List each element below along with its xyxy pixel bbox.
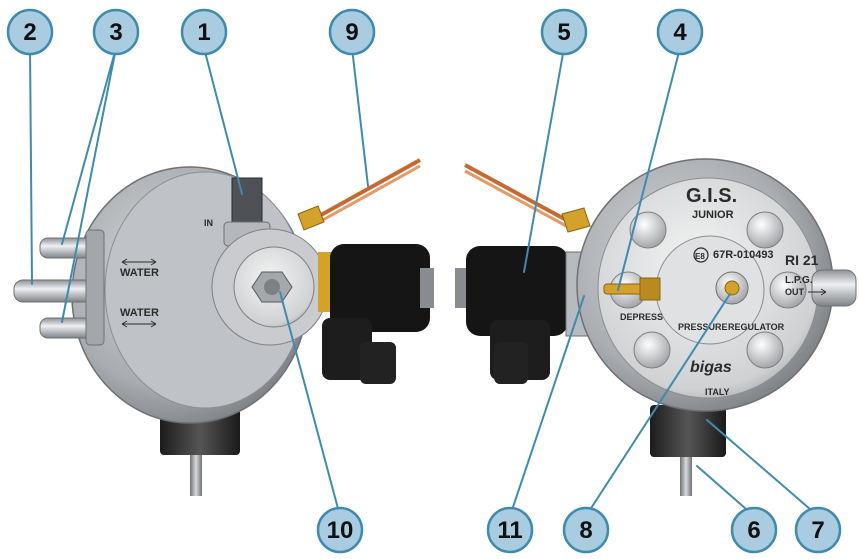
leader-lines [29,47,819,517]
leader-1 [203,47,243,195]
svg-text:2: 2 [23,19,36,46]
svg-text:8: 8 [579,517,592,544]
approval-code: 67R-010493 [713,249,774,261]
leader-9 [351,47,369,187]
svg-text:3: 3 [109,19,122,46]
svg-text:OUT: OUT [785,287,805,297]
model-engraving: JUNIOR [692,209,734,221]
water-pipes [13,229,105,346]
svg-text:5: 5 [557,19,570,46]
leader-8 [585,293,731,517]
leader-11 [509,295,585,517]
callout-9: 9 [328,8,376,56]
depress-engraving: DEPRESS [620,312,663,322]
copper-tube-left [297,158,421,231]
svg-text:1: 1 [197,19,210,46]
water-label-top: WATER [120,258,159,279]
leader-10 [279,291,341,517]
svg-text:11: 11 [497,517,522,544]
callout-markers: 2 3 1 9 5 4 10 11 [6,8,842,554]
callout-1: 1 [180,8,228,56]
approval-badge: E8 [693,247,709,263]
callout-4: 4 [656,8,704,56]
out-engraving: OUT [785,287,827,297]
leader-6 [696,465,755,517]
leader-3a [61,47,117,245]
regulator-engraving: REGULATOR [728,322,785,332]
svg-text:IN: IN [204,218,213,228]
type-engraving: RI 21 [785,252,819,268]
leader-5 [523,47,565,273]
depression-nipple [603,277,661,301]
svg-text:WATER: WATER [120,267,159,279]
leader-2 [29,47,33,285]
leader-7 [706,419,819,517]
callout-11: 11 [486,506,534,554]
svg-text:E8: E8 [695,252,705,261]
left-regulator-view: WATER WATER IN [13,158,434,496]
callout-3: 3 [92,8,140,56]
callout-7: 7 [794,506,842,554]
copper-tube-right [464,163,591,233]
leader-4 [617,47,681,291]
callout-8: 8 [562,506,610,554]
pressure-adjuster [655,235,765,345]
mount-bolt-right [650,405,726,496]
right-regulator-view: G.I.S. JUNIOR 67R-010493 E8 RI 21 L.P.G.… [455,158,857,496]
outlet-union [211,228,329,346]
svg-text:WATER: WATER [120,307,159,319]
svg-text:9: 9 [345,19,358,46]
svg-text:7: 7 [811,517,824,544]
solenoid-valve-left [318,244,434,384]
pressure-engraving: PRESSURE [678,322,728,332]
callout-5: 5 [540,8,588,56]
callout-6: 6 [730,506,778,554]
leader-3b [61,47,117,323]
callout-2: 2 [6,8,54,56]
maker-logo: bigas [690,359,732,376]
lpg-engraving: L.P.G. [785,275,813,286]
country-engraving: ITALY [705,387,730,397]
callout-10: 10 [316,506,364,554]
svg-text:6: 6 [747,517,760,544]
svg-text:4: 4 [673,19,687,46]
svg-text:10: 10 [327,517,354,544]
brand-engraving: G.I.S. [686,185,737,207]
water-label-bottom: WATER [120,307,159,328]
solenoid-valve-right [455,246,589,384]
